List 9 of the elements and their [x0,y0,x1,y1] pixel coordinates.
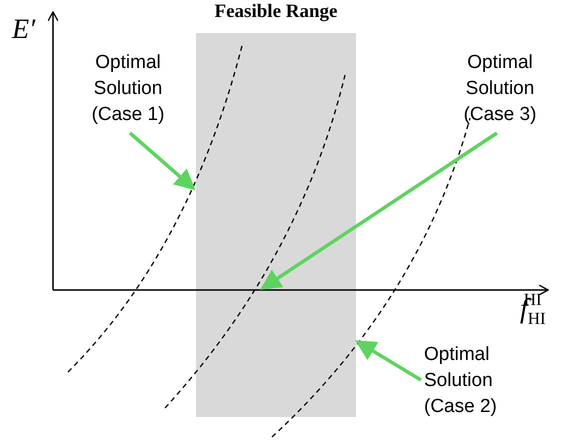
leader-arrow [260,132,498,290]
callout-text: Optimal Solution (Case 2) [424,342,524,420]
band-title: Feasible Range [214,1,338,23]
leader-arrow [128,132,196,190]
axis-label: E′ [12,14,36,46]
dashed-curve [164,74,346,408]
leader-arrow [355,340,422,382]
callout-text: Optimal Solution (Case 3) [450,50,550,128]
callout-text: Optimal Solution (Case 1) [78,50,178,128]
